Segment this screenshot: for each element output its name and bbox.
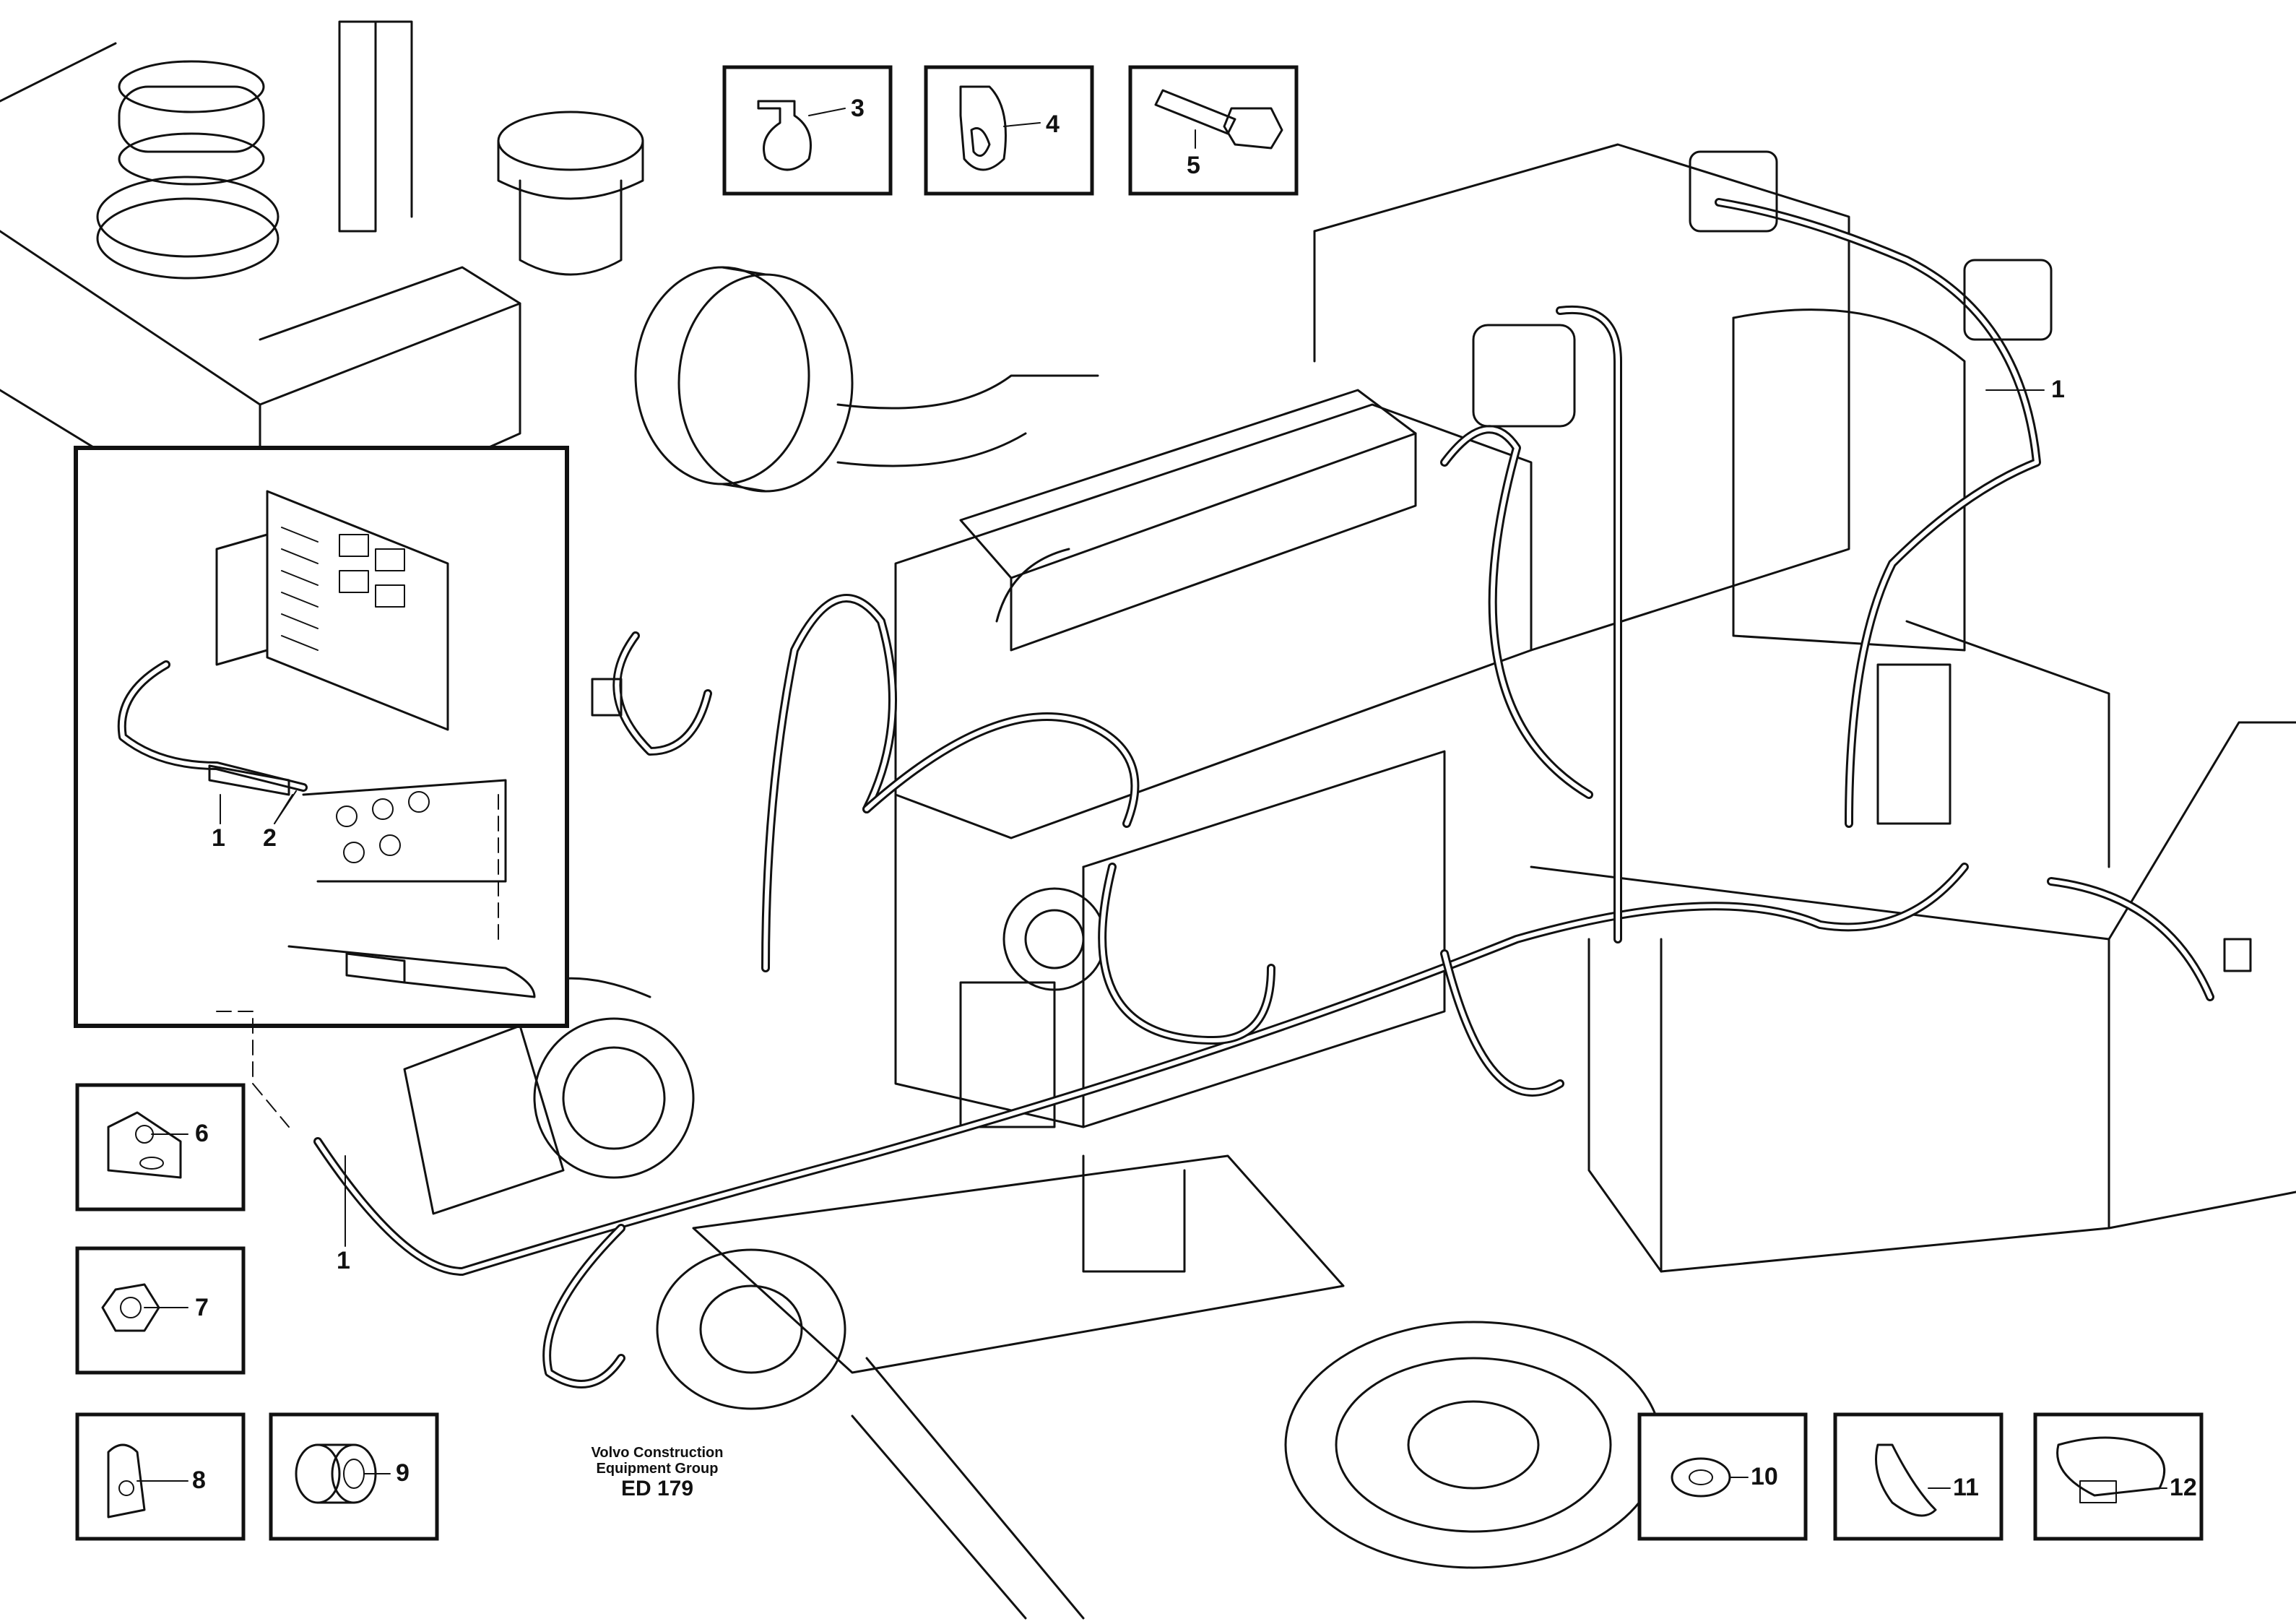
caption-line-1: Volvo Construction [591, 1445, 724, 1461]
air-cleaner [634, 266, 1099, 493]
callout-12: 12 [2170, 1474, 2197, 1501]
callout-5: 5 [1187, 152, 1200, 179]
callout-3: 3 [851, 95, 865, 122]
part-4-box [924, 65, 1094, 196]
hose-clamp-icon [2056, 1436, 2166, 1497]
part-10-box [1637, 1412, 1808, 1541]
part-12-box [2033, 1412, 2204, 1541]
engine-block [894, 389, 1533, 1128]
callout-11: 11 [1953, 1474, 1979, 1501]
p-clip-icon [757, 100, 812, 171]
leader-lines [137, 108, 2167, 1489]
callout-4: 4 [1046, 111, 1060, 138]
angle-bracket-icon [107, 1111, 182, 1179]
part-9-box [269, 1412, 439, 1541]
inset-detail [74, 446, 569, 1128]
callout-8: 8 [192, 1467, 206, 1494]
callout-2-inset: 2 [263, 824, 277, 852]
callout-1-inset: 1 [212, 824, 225, 852]
publisher-caption: Volvo Construction Equipment Group ED 17… [556, 1445, 758, 1501]
callout-9: 9 [396, 1459, 410, 1487]
callout-7: 7 [195, 1294, 209, 1321]
part-8-box [75, 1412, 246, 1541]
part-3-box [722, 65, 893, 196]
radiator-shroud [1313, 143, 2110, 868]
drawing-code: ED 179 [620, 1477, 694, 1500]
callout-1-harness: 1 [2051, 376, 2065, 403]
part-5-box [1128, 65, 1299, 196]
filler-neck [497, 111, 644, 276]
caption-line-2: Equipment Group [596, 1461, 719, 1477]
part-6-box [75, 1083, 246, 1211]
wiring-harness [313, 150, 2252, 1388]
callout-1-bottom: 1 [337, 1247, 350, 1274]
hex-nut-icon [101, 1283, 160, 1332]
part-11-box [1833, 1412, 2003, 1541]
transmission-housing [1530, 721, 2296, 1273]
cable-tie-icon [1875, 1443, 1937, 1517]
part-7-box [75, 1246, 246, 1375]
callout-6: 6 [195, 1120, 209, 1147]
callout-10: 10 [1751, 1463, 1778, 1490]
edge-clip-icon [107, 1443, 146, 1519]
rear-axle [656, 1154, 1663, 1620]
p-clip-large-icon [959, 85, 1007, 171]
